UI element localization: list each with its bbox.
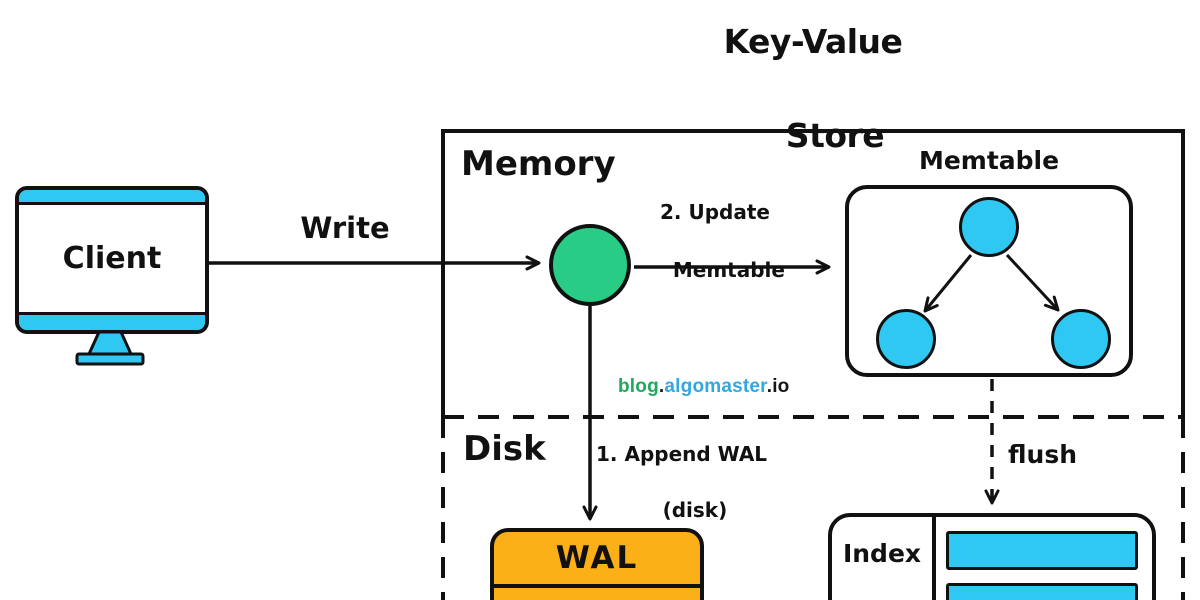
memtable-label: Memtable bbox=[918, 146, 1060, 175]
watermark-blog: blog bbox=[618, 376, 659, 397]
monitor-stand bbox=[86, 330, 134, 356]
memtable-tree-root-node bbox=[959, 197, 1019, 257]
client-computer-icon: Client bbox=[15, 186, 209, 334]
memory-section-label: Memory bbox=[461, 144, 616, 184]
watermark-dot: . bbox=[658, 376, 665, 397]
flush-arrow-label: flush bbox=[1008, 440, 1078, 469]
sstable-segments bbox=[936, 517, 1152, 600]
append-label-line2: (disk) bbox=[662, 498, 728, 522]
monitor-top-bar bbox=[19, 190, 205, 205]
disk-section-label: Disk bbox=[463, 429, 546, 469]
sstable-box: Index bbox=[828, 513, 1156, 600]
wal-label: WAL bbox=[494, 532, 700, 588]
title-line1: Key-Value bbox=[723, 22, 903, 61]
memtable-tree-left-node bbox=[876, 309, 936, 369]
client-label: Client bbox=[62, 241, 162, 276]
write-coordinator-node bbox=[549, 224, 631, 306]
watermark-blog-algomaster-io: blog.algomaster.io bbox=[618, 376, 789, 398]
sstable-segment-bar bbox=[946, 583, 1138, 600]
memtable-tree-right-node bbox=[1051, 309, 1111, 369]
update-memtable-arrow-label: 2. Update Memtable bbox=[637, 198, 793, 285]
watermark-dot-io: .io bbox=[766, 376, 790, 397]
append-label-line1: 1. Append WAL bbox=[596, 442, 768, 466]
title-line2: Store bbox=[785, 116, 885, 155]
index-label: Index bbox=[832, 517, 936, 600]
watermark-algomaster: algomaster bbox=[664, 376, 767, 397]
sstable-segment-bar bbox=[946, 531, 1138, 570]
diagram-title: Key-Value Store bbox=[443, 18, 1183, 159]
write-arrow-label: Write bbox=[300, 211, 390, 245]
wal-box: WAL bbox=[490, 528, 704, 600]
update-label-line1: 2. Update bbox=[660, 200, 770, 224]
monitor-stand-base bbox=[75, 352, 145, 366]
append-wal-arrow-label: 1. Append WAL (disk) bbox=[596, 440, 768, 524]
update-label-line2: Memtable bbox=[672, 258, 785, 282]
monitor-bottom-bar bbox=[19, 312, 205, 330]
